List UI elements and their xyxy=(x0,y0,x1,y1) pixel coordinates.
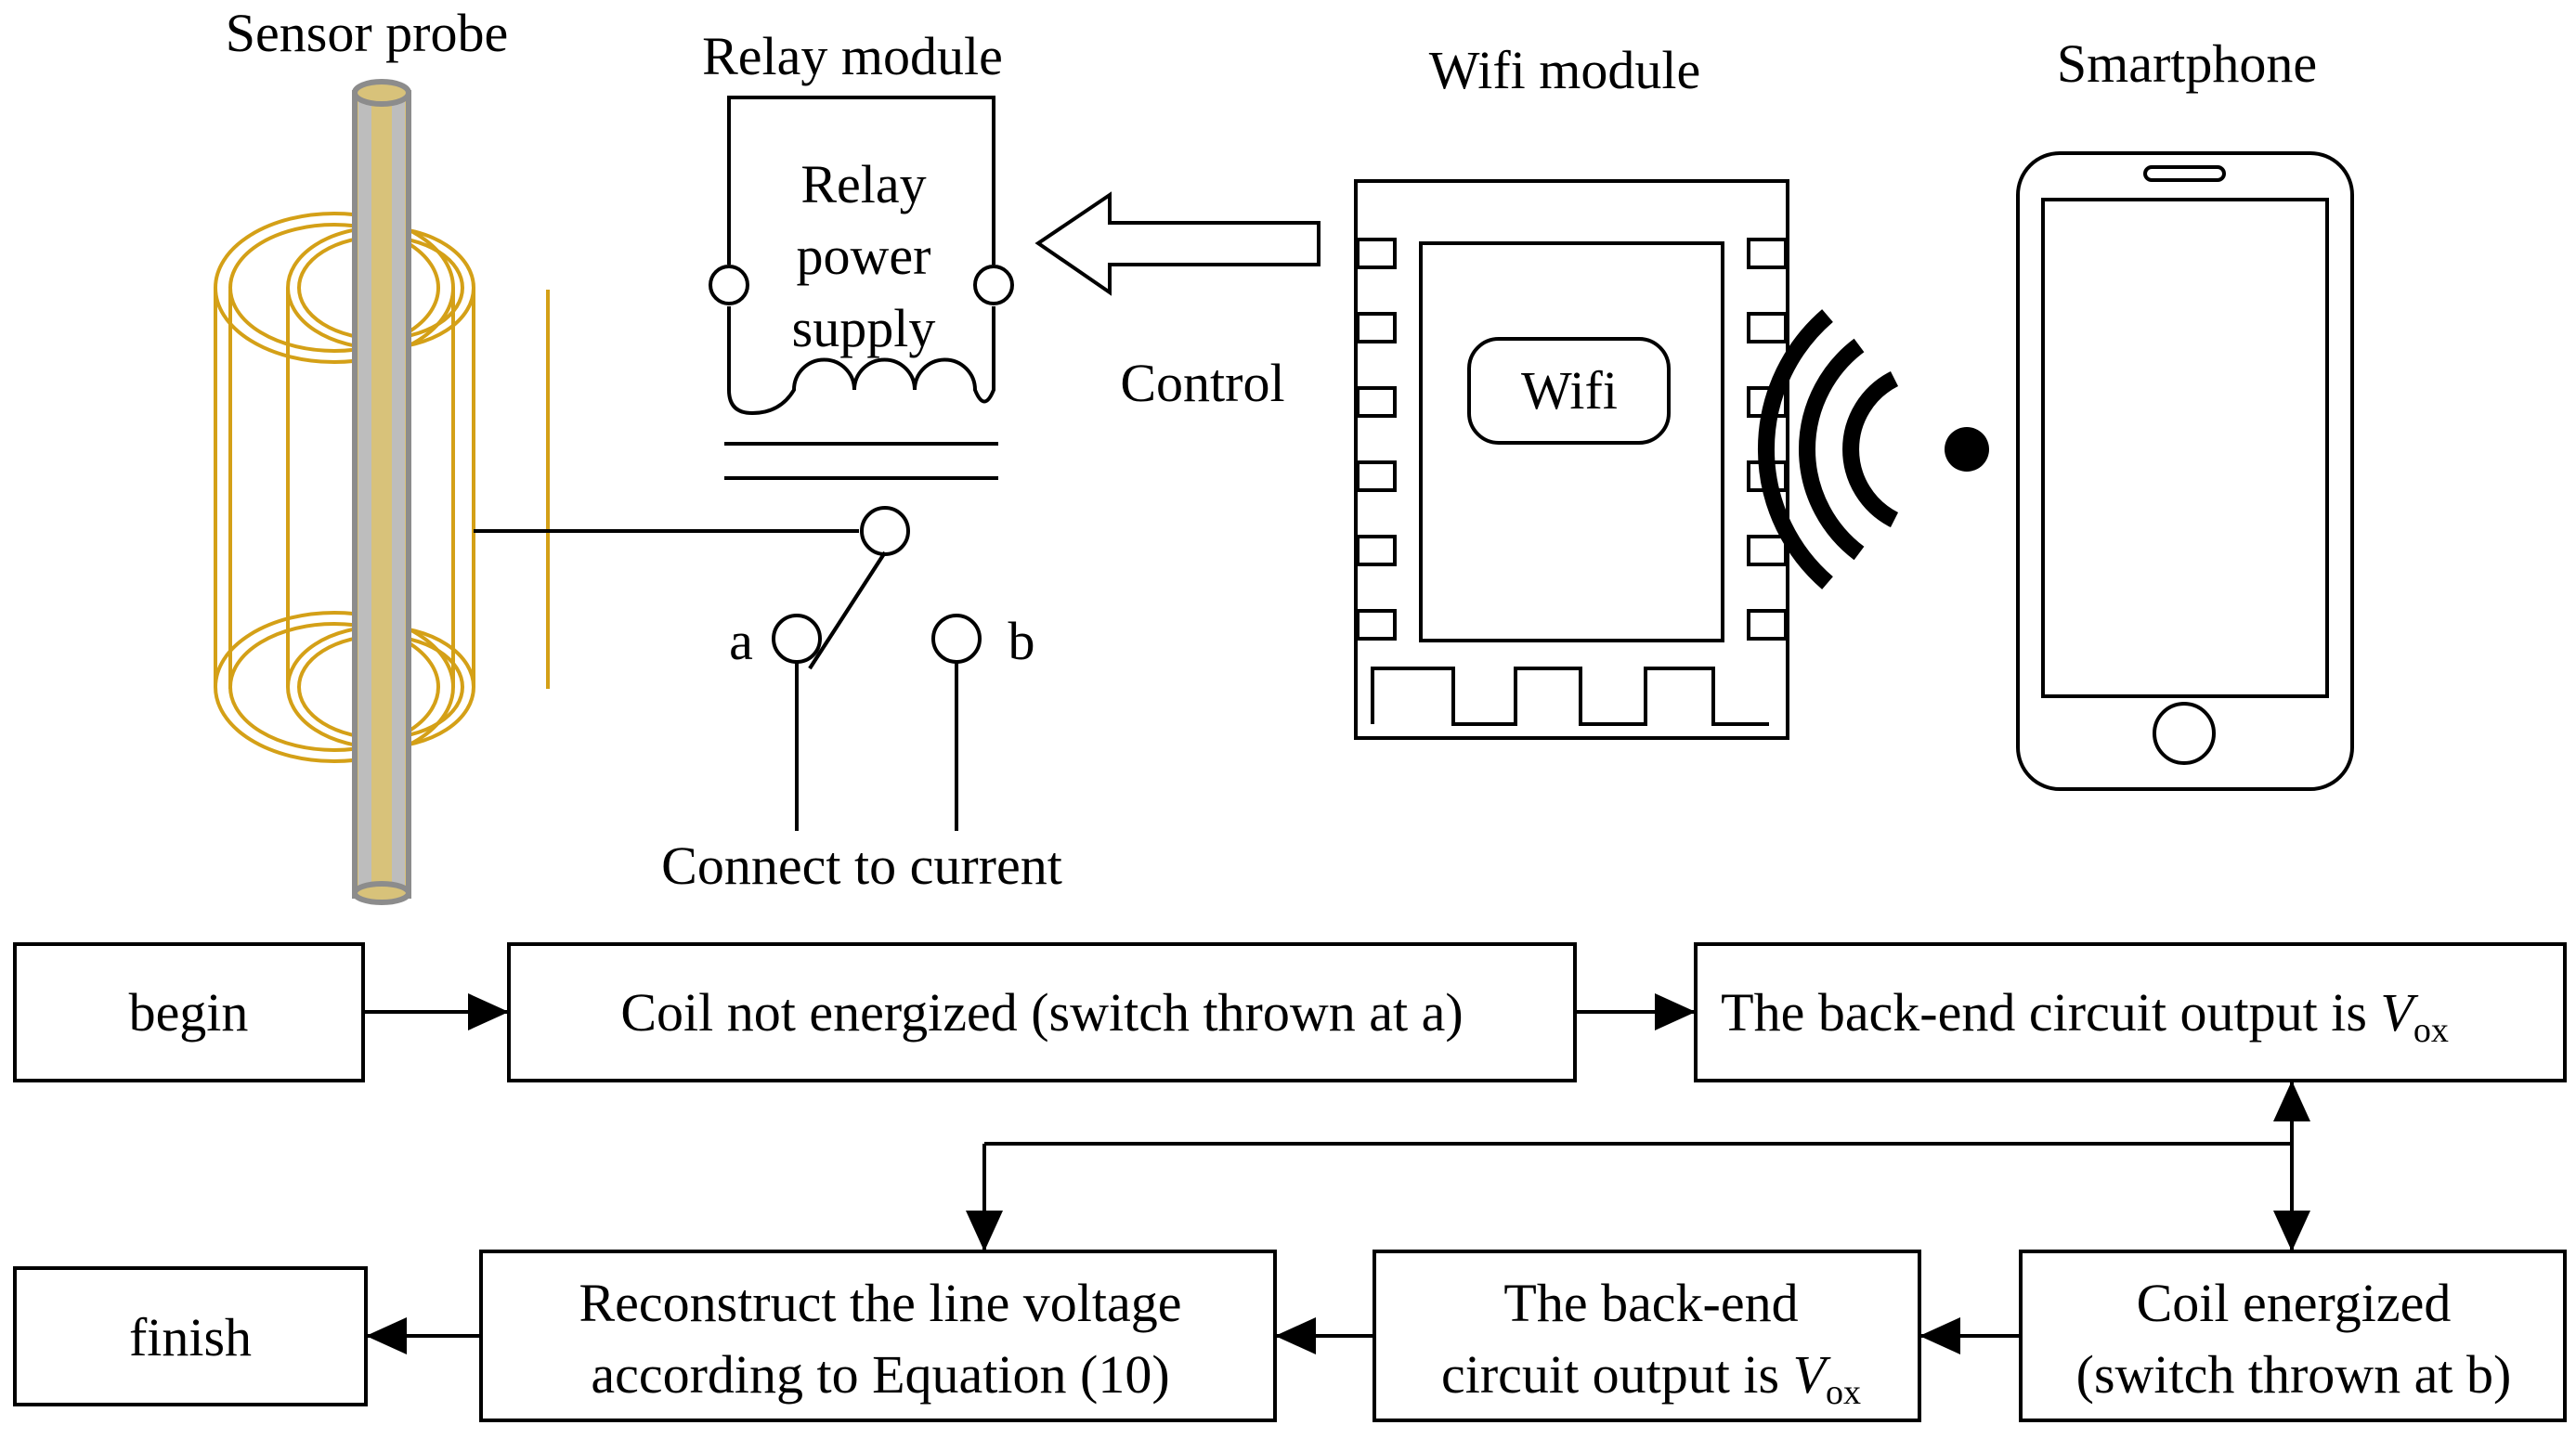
wifi-chip-label: Wifi xyxy=(1521,360,1618,421)
flow-backend-output2-box xyxy=(1373,1250,1921,1422)
flow-backend-output-text: The back-end circuit output is Vox xyxy=(1721,982,2449,1050)
flow-reconstruct-box xyxy=(479,1250,1277,1422)
vox-subscript: ox xyxy=(2413,1011,2449,1050)
smartphone-label: Smartphone xyxy=(2057,33,2317,94)
control-label: Control xyxy=(1120,353,1284,413)
wifi-signal-dot xyxy=(1945,427,1989,472)
wifi-module-label: Wifi module xyxy=(1429,40,1700,100)
flow-backend-output2-line1: The back-end xyxy=(1503,1273,1798,1333)
vox-symbol: V xyxy=(2380,982,2419,1043)
flow-coil-energized-line1: Coil energized xyxy=(2137,1273,2452,1333)
flow-finish-box xyxy=(13,1266,368,1406)
switch-common-terminal xyxy=(860,506,910,556)
flow-backend-output-box xyxy=(1694,942,2567,1082)
switch-label-b: b xyxy=(1008,611,1035,671)
flow-coil-not-energized-box xyxy=(507,942,1577,1082)
relay-module xyxy=(724,96,998,480)
flow-coil-energized-line2: (switch thrown at b) xyxy=(2076,1344,2512,1405)
flow-reconstruct-line2: according to Equation (10) xyxy=(591,1344,1169,1405)
flow-begin-text: begin xyxy=(129,982,249,1043)
vox-symbol-2: V xyxy=(1793,1344,1832,1405)
relay-terminal-left xyxy=(709,265,749,305)
flow-connectors xyxy=(363,993,2310,1354)
wifi-chip xyxy=(1467,337,1671,445)
relay-text-1: Relay xyxy=(800,154,926,214)
wifi-module xyxy=(1354,179,1789,740)
switch-label-a: a xyxy=(729,611,753,671)
switch-terminal-a xyxy=(772,614,822,664)
sensor-probe-label: Sensor probe xyxy=(226,3,508,63)
switch-terminal-b xyxy=(931,614,982,664)
flow-finish-text: finish xyxy=(129,1307,252,1367)
relay-module-label: Relay module xyxy=(702,26,1003,86)
connect-current-label: Connect to current xyxy=(661,836,1062,896)
flow-backend-output-phrase: The back-end circuit output is xyxy=(1721,982,2380,1043)
relay-text-3: supply xyxy=(792,298,936,358)
relay-text-2: power xyxy=(797,226,931,286)
wifi-signal-icon xyxy=(1758,309,1899,589)
flow-begin-box xyxy=(13,942,365,1082)
smartphone-icon xyxy=(2016,151,2354,791)
probe-rod xyxy=(352,79,411,905)
flow-backend-output2-line2: circuit output is Vox xyxy=(1441,1344,1861,1412)
relay-switch xyxy=(795,551,958,831)
vox-subscript-2: ox xyxy=(1826,1373,1861,1412)
flow-coil-not-energized-text: Coil not energized (switch thrown at a) xyxy=(620,982,1463,1043)
relay-terminal-right xyxy=(973,265,1014,305)
control-arrow xyxy=(1034,191,1321,296)
flow-backend-output2-phrase: circuit output is xyxy=(1441,1344,1793,1405)
flow-reconstruct-line1: Reconstruct the line voltage xyxy=(579,1273,1181,1333)
